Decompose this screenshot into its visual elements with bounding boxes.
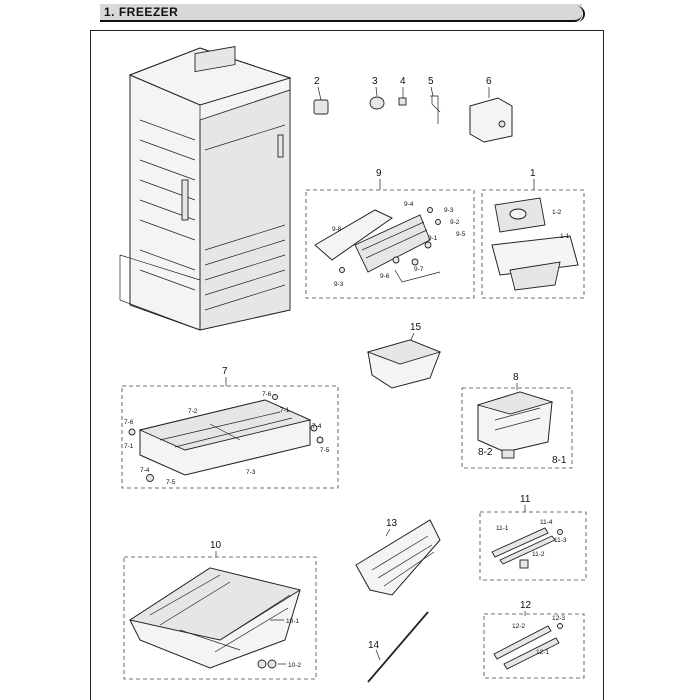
label-5: 5: [428, 76, 434, 87]
part-3: 3: [369, 76, 385, 110]
label-1-1: 1-1: [560, 233, 570, 240]
label-9-3a: 9-3: [444, 207, 454, 214]
header-bar: [100, 4, 585, 22]
label-12-1: 12-1: [536, 649, 549, 656]
label-7-5a: 7-5: [320, 447, 330, 454]
label-9-6: 9-6: [380, 273, 390, 280]
label-7-4b: 7-4: [140, 467, 150, 474]
label-9-2: 9-2: [450, 219, 460, 226]
label-7-5b: 7-5: [166, 479, 176, 486]
label-7-3: 7-3: [246, 469, 256, 476]
label-11: 11: [520, 494, 531, 505]
label-15: 15: [410, 322, 422, 333]
label-1-2: 1-2: [552, 209, 562, 216]
label-9-3b: 9-3: [334, 281, 344, 288]
label-13: 13: [386, 518, 398, 529]
label-12: 12: [520, 600, 532, 611]
label-2: 2: [314, 76, 320, 87]
label-11-1: 11-1: [496, 525, 509, 532]
label-12-3: 12-3: [552, 615, 565, 622]
label-10-1: 10-1: [286, 618, 299, 625]
label-7-4a: 7-4: [312, 423, 322, 430]
part-5: 5: [428, 76, 441, 124]
label-9-1: 9-1: [428, 235, 438, 242]
label-1: 1: [530, 168, 536, 179]
part-4: 4: [398, 76, 407, 106]
label-6: 6: [486, 76, 492, 87]
label-7-2: 7-2: [188, 408, 198, 415]
section-title: 1. FREEZER: [104, 5, 179, 19]
part-7-drawer-assembly: 7 7-6 7-1 7-2 7-6 7-1 7-4 7-5 7-4 7-5 7-…: [121, 366, 339, 489]
label-10-2: 10-2: [288, 662, 301, 669]
label-7-1b: 7-1: [280, 407, 290, 414]
label-9-5: 9-5: [456, 231, 466, 238]
label-9: 9: [376, 168, 382, 179]
section-header: 1. FREEZER: [100, 4, 590, 22]
label-7-6a: 7-6: [124, 419, 134, 426]
part-2: 2: [313, 76, 329, 115]
label-11-4: 11-4: [540, 519, 553, 526]
diagram-frame: [90, 30, 604, 700]
part-8-icemaker: 8 8-2 8-1: [461, 372, 573, 469]
part-12-rail-assembly: 12 12-2 12-3 12-1: [483, 600, 585, 679]
part-10-basket-assembly: 10 10-1 10-2: [123, 540, 317, 680]
label-7-6b: 7-6: [262, 391, 272, 398]
label-11-3: 11-3: [554, 537, 567, 544]
label-7-1a: 7-1: [124, 443, 134, 450]
label-14: 14: [368, 640, 380, 651]
label-4: 4: [400, 76, 406, 87]
part-11-rail-assembly: 11 11-1 11-4 11-3 11-2: [479, 494, 587, 581]
label-11-2: 11-2: [532, 551, 545, 558]
label-8-1: 8-1: [552, 455, 567, 466]
part-13-basket: 13: [355, 518, 441, 596]
label-3: 3: [372, 76, 378, 87]
label-9-8: 9-8: [332, 226, 342, 233]
part-14-rod: 14: [367, 611, 429, 683]
part-9-assembly: 9 9-8 9-4 9-3 9-2 9-1 9-5 9-7 9-6 9-3: [305, 168, 475, 299]
label-9-4: 9-4: [404, 201, 414, 208]
label-7: 7: [222, 366, 228, 377]
part-1-assembly: 1 1-2 1-1: [481, 168, 585, 299]
label-8: 8: [513, 372, 519, 383]
part-6: 6: [469, 76, 513, 143]
label-9-7: 9-7: [414, 266, 424, 273]
label-10: 10: [210, 540, 222, 551]
label-8-2: 8-2: [478, 447, 493, 458]
part-15-ice-bucket: 15: [366, 322, 442, 389]
freezer-cabinet: [119, 46, 292, 331]
label-12-2: 12-2: [512, 623, 525, 630]
